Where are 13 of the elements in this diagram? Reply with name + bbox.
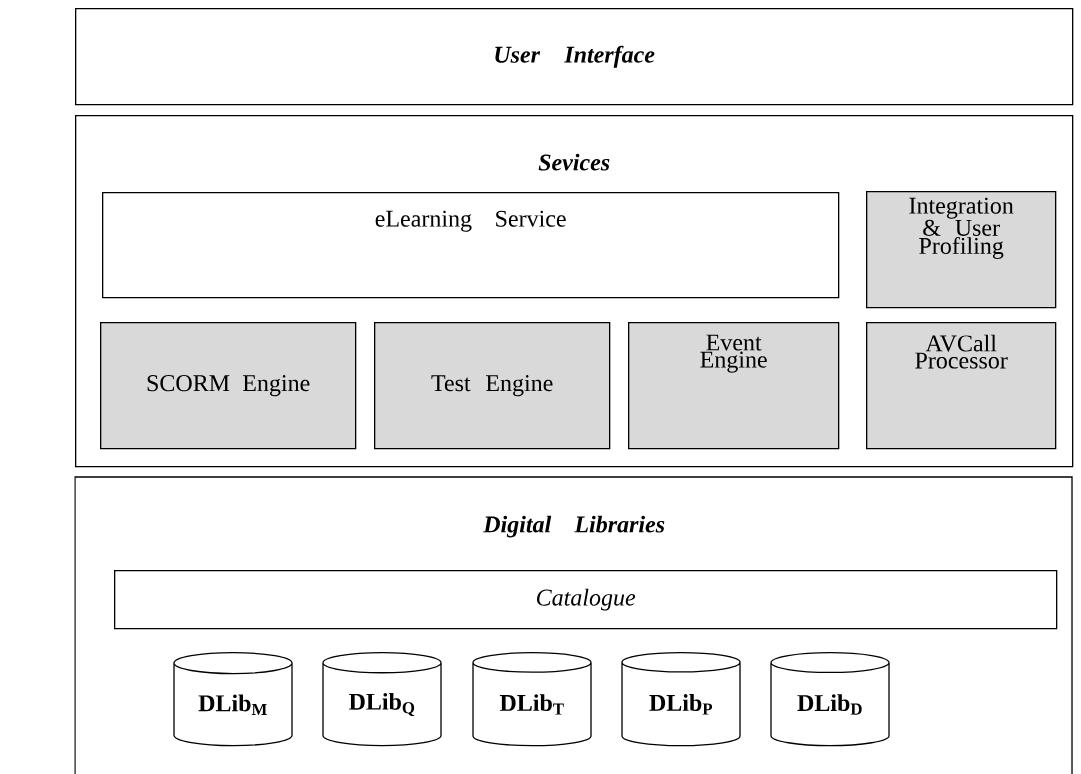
service-box: eLearning Service	[102, 192, 840, 299]
component-box: Event Engine	[628, 322, 840, 450]
database-cylinder: DLib$_{D}$	[770, 652, 890, 747]
component-box: Integration & User Profiling	[866, 191, 1057, 309]
component-box: SCORM Engine	[100, 322, 357, 450]
component-box: AVCall Processor	[866, 322, 1057, 450]
component-box: Test Engine	[374, 322, 611, 450]
database-cylinder: DLib$_{Q}$	[322, 652, 442, 747]
layer-box: User Interface	[75, 8, 1074, 106]
database-cylinder: DLib$_{P}$	[621, 652, 741, 747]
catalogue-bar: Catalogue	[114, 570, 1058, 630]
database-cylinder: DLib$_{M}$	[173, 652, 293, 747]
database-cylinder: DLib$_{T}$	[472, 652, 592, 747]
